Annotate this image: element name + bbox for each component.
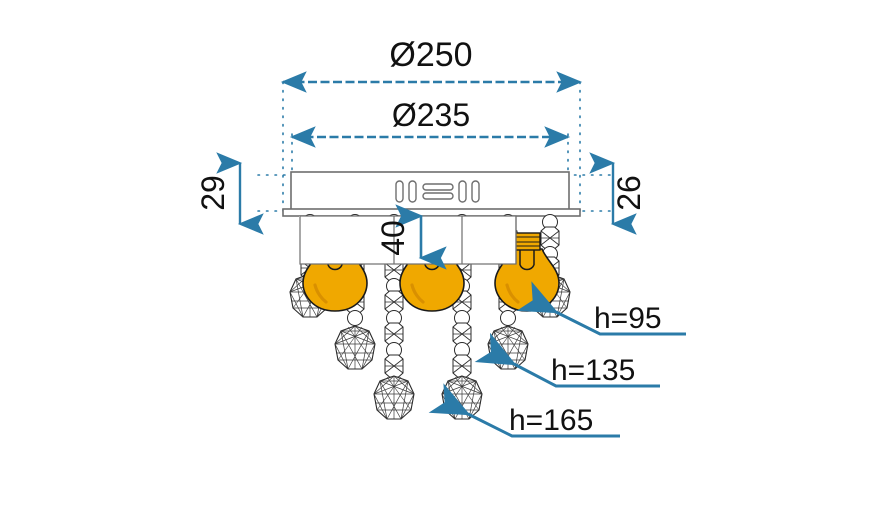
callout-h95-label: h=95 (594, 302, 662, 335)
dimension-outer-diameter: Ø250 (280, 36, 583, 93)
callout-h135-label: h=135 (551, 354, 635, 387)
callout-h95: h=95 (516, 281, 686, 336)
ceiling-base-plate (282, 171, 581, 217)
callout-h135: h=135 (474, 332, 660, 388)
dimension-right-height: 26 (589, 152, 647, 235)
callout-h135-leader (474, 332, 660, 388)
bulb-gap-label: 40 (375, 220, 411, 256)
inner-diameter-label: Ø235 (392, 97, 470, 133)
callout-h165-leader (428, 383, 620, 438)
dimension-left-height: 29 (195, 152, 264, 235)
dimension-inner-diameter: Ø235 (289, 97, 571, 148)
vent-slots (395, 180, 480, 203)
dimension-bulb-gap: 40 (375, 204, 447, 270)
outer-diameter-label: Ø250 (389, 36, 472, 74)
callout-h95-leader (516, 281, 686, 336)
callout-h165-label: h=165 (509, 404, 593, 437)
left-height-label: 29 (195, 175, 231, 211)
right-height-label: 26 (611, 175, 647, 211)
callout-h165: h=165 (428, 383, 620, 438)
